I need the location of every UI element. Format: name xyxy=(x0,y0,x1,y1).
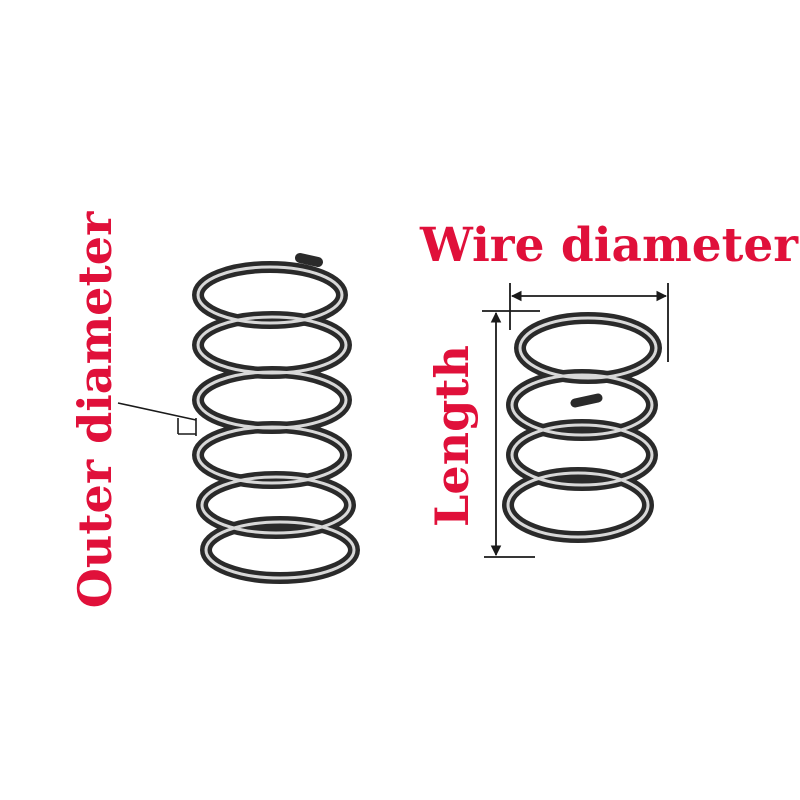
outer-diameter-marker xyxy=(117,402,197,436)
short-spring-end-tip xyxy=(570,393,603,408)
length-label: Length xyxy=(425,345,479,527)
short-spring xyxy=(502,312,662,543)
wire-diameter-dimension xyxy=(509,283,669,362)
tall-spring-end-tip xyxy=(295,253,323,267)
outer-diameter-label: Outer diameter xyxy=(68,211,122,609)
length-dimension xyxy=(482,310,540,558)
tall-spring-highlights xyxy=(196,265,356,580)
short-spring-coils xyxy=(502,312,662,543)
wire-diameter-label: Wire diameter xyxy=(420,218,799,273)
short-spring-highlights xyxy=(506,316,658,539)
tall-spring xyxy=(192,253,360,584)
